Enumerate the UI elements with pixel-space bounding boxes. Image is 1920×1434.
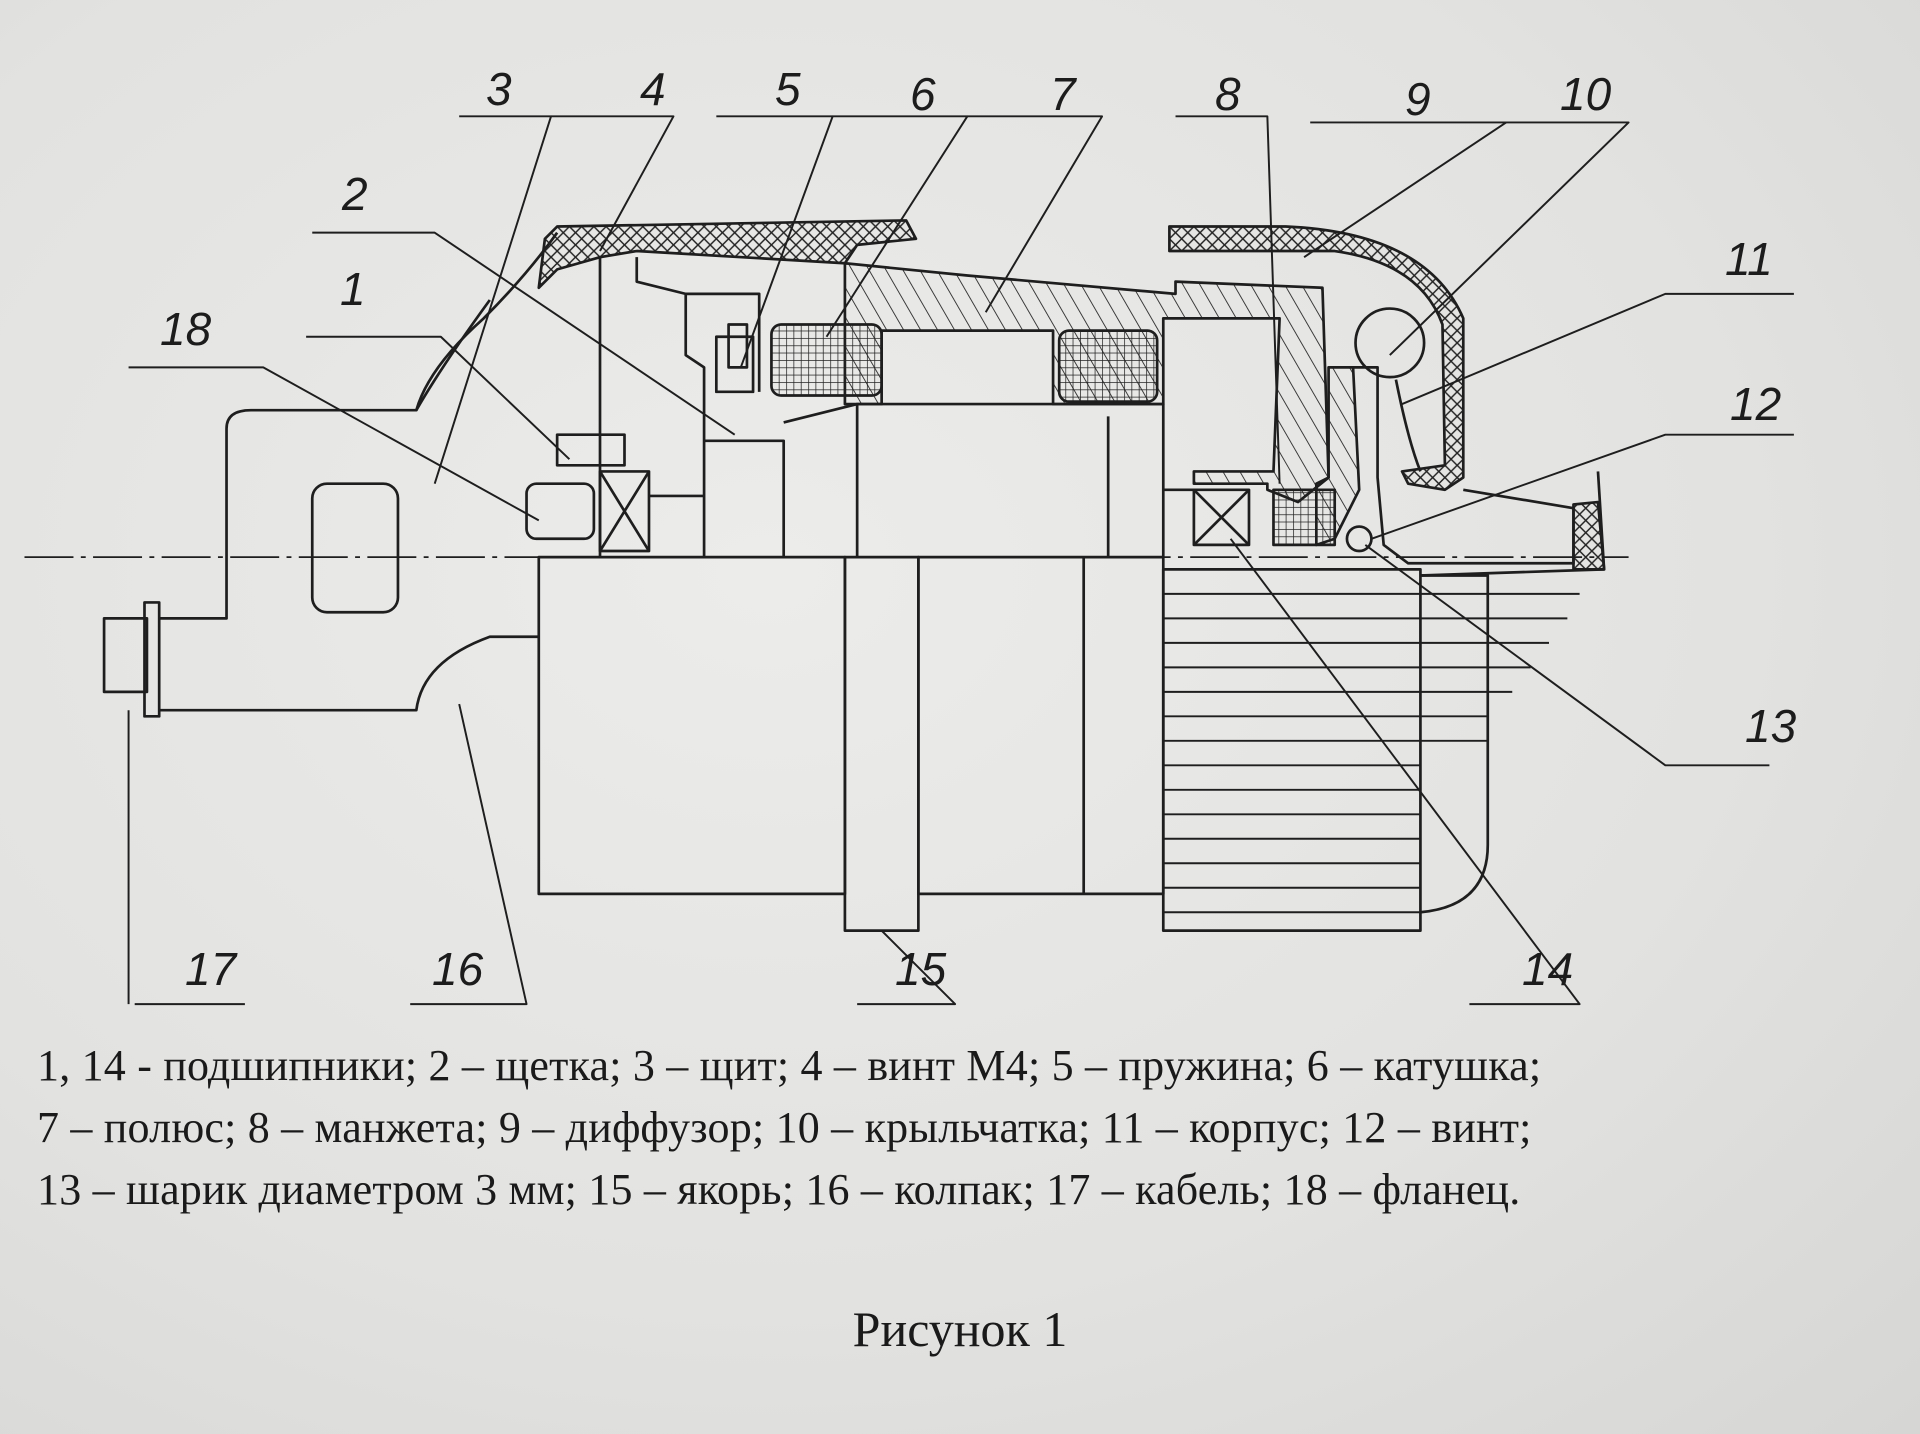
callout-7: 7: [1050, 68, 1077, 120]
callout-2: 2: [341, 168, 368, 220]
leader-lines: [127, 115, 1794, 1006]
callout-9: 9: [1405, 73, 1431, 125]
spring: [714, 335, 755, 394]
callout-14: 14: [1522, 943, 1573, 995]
callout-6: 6: [910, 68, 936, 120]
legend-line: 13 – шарик диаметром 3 мм; 15 – якорь; 1…: [37, 1165, 1521, 1214]
callout-10: 10: [1560, 68, 1612, 120]
legend-line: 7 – полюс; 8 – манжета; 9 – диффузор; 10…: [37, 1103, 1532, 1152]
callout-11: 11: [1725, 233, 1773, 285]
screw-m4: [555, 433, 626, 467]
figure-legend: 1, 14 - подшипники; 2 – щетка; 3 – щит; …: [37, 1035, 1897, 1221]
impeller: [1353, 366, 1575, 565]
legend-line: 1, 14 - подшипники; 2 – щетка; 3 – щит; …: [37, 1041, 1542, 1090]
callout-4: 4: [640, 63, 666, 115]
callout-3: 3: [486, 63, 512, 115]
cap: [159, 231, 559, 620]
coil: [1057, 329, 1159, 403]
body-housing: [1168, 225, 1465, 492]
figure-title: Рисунок 1: [852, 1301, 1068, 1357]
callout-17: 17: [185, 943, 238, 995]
callout-1: 1: [340, 263, 366, 315]
bearing-left: [598, 470, 651, 553]
callout-8: 8: [1215, 68, 1241, 120]
armature: [843, 555, 920, 932]
callout-12: 12: [1730, 378, 1781, 430]
flange: [525, 482, 596, 541]
bearing-right: [1192, 488, 1251, 547]
callout-5: 5: [775, 63, 801, 115]
callout-16: 16: [432, 943, 484, 995]
callout-15: 15: [895, 943, 947, 995]
coil: [770, 323, 883, 397]
cable: [102, 601, 161, 718]
fan-fins: [1161, 471, 1606, 932]
callout-18: 18: [160, 303, 212, 355]
cap-lower: [537, 555, 847, 896]
callout-13: 13: [1745, 700, 1797, 752]
brush: [727, 323, 749, 369]
